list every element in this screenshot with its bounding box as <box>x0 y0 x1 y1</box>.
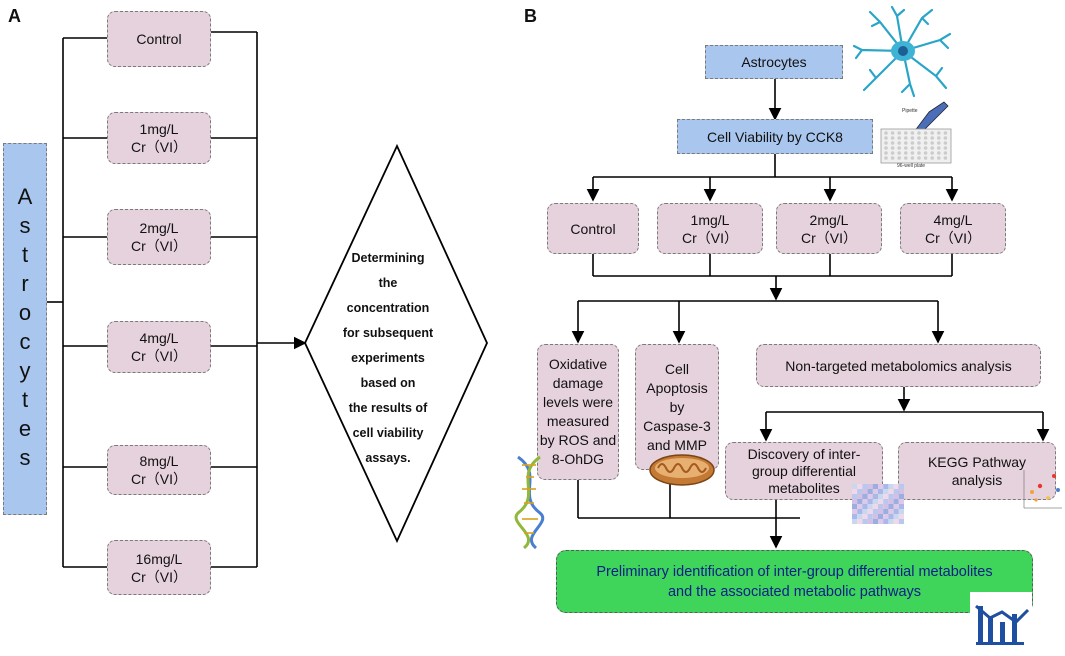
vertical-letter: t <box>21 387 29 412</box>
pipette-label: Pipette <box>902 108 918 114</box>
b-group-box-4mg: 4mg/L Cr（VI） <box>900 203 1006 254</box>
vertical-letter: A <box>17 184 33 209</box>
decision-text: Determining the concentration for subseq… <box>342 251 434 465</box>
group-box-16mg: 16mg/L Cr（VI） <box>107 540 211 595</box>
plate-label: 96-well plate <box>897 163 926 169</box>
vertical-letter: r <box>21 271 29 296</box>
b-group-box-1mg: 1mg/L Cr（VI） <box>657 203 763 254</box>
panel-a-label: A <box>8 6 21 26</box>
result-box: Preliminary identification of inter-grou… <box>556 550 1033 613</box>
vertical-letter: o <box>18 300 32 325</box>
group-box-8mg: 8mg/L Cr（VI） <box>107 445 211 495</box>
b-group-box-2mg: 2mg/L Cr（VI） <box>776 203 882 254</box>
cell-viability-box: Cell Viability by CCK8 <box>677 119 873 154</box>
metabolomics-box: Non-targeted metabolomics analysis <box>756 344 1041 387</box>
group-box-control: Control <box>107 11 211 67</box>
mitochondrion-icon <box>649 454 715 486</box>
astrocyte-icon <box>852 5 952 98</box>
oxidative-box: Oxidative damage levels were measured by… <box>537 344 619 480</box>
well-plate-icon <box>880 128 952 164</box>
scatter-plot-icon <box>1023 470 1062 509</box>
vertical-letter: t <box>21 242 29 267</box>
vertical-letter: s <box>19 445 31 470</box>
vertical-letter: e <box>18 416 32 441</box>
b-group-box-control: Control <box>547 203 639 254</box>
group-box-2mg: 2mg/L Cr（VI） <box>107 209 211 265</box>
vertical-letter: y <box>19 358 31 383</box>
group-box-4mg: 4mg/L Cr（VI） <box>107 321 211 373</box>
heatmap-icon <box>852 484 904 524</box>
group-box-1mg: 1mg/L Cr（VI） <box>107 112 211 164</box>
vertical-letter: c <box>19 329 31 354</box>
apoptosis-box: Cell Apoptosis by Caspase-3 and MMP <box>635 344 719 470</box>
dna-icon <box>514 455 544 550</box>
kegg-box: KEGG Pathway analysis <box>898 442 1056 500</box>
logo-icon <box>970 592 1032 648</box>
discovery-box: Discovery of inter- group differential m… <box>725 442 883 500</box>
panel-b-label: B <box>524 6 537 26</box>
vertical-letter: s <box>19 213 31 238</box>
astrocytes-box: Astrocytes <box>705 45 843 79</box>
